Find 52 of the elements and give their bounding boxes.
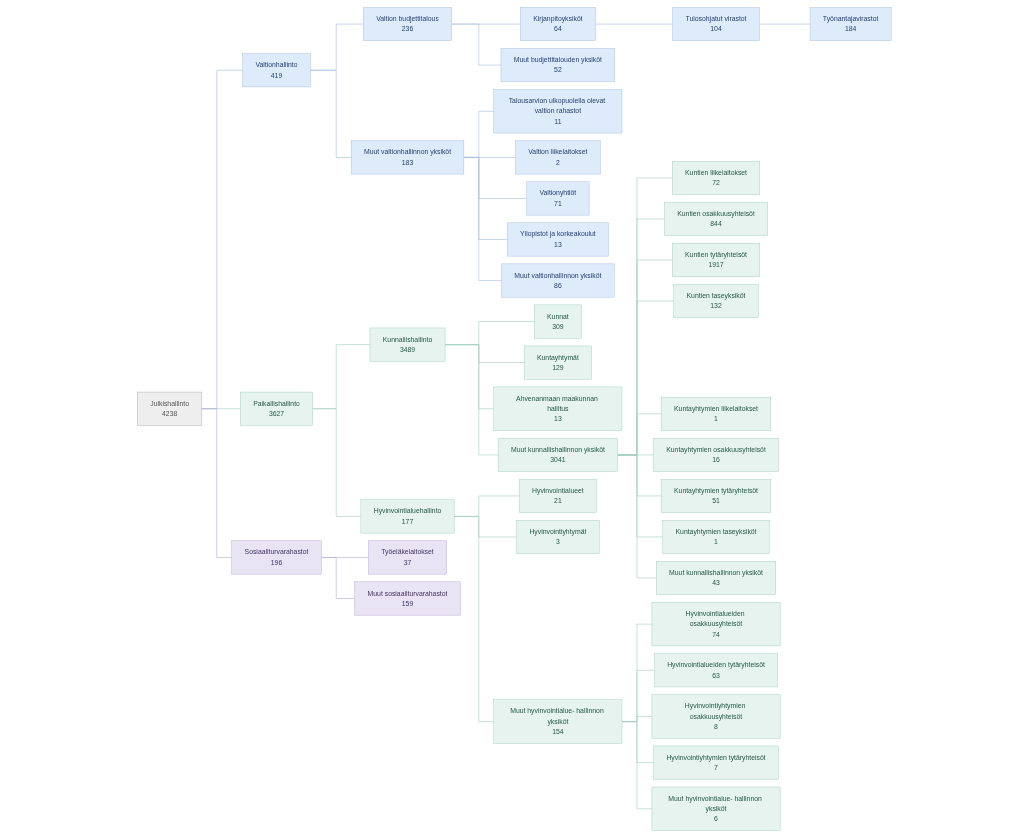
node-box	[671, 243, 760, 277]
connector	[758, 23, 811, 25]
node-box	[367, 540, 447, 575]
connector	[444, 344, 499, 456]
node-box	[526, 181, 589, 216]
node-box	[662, 520, 770, 554]
connector	[320, 557, 355, 599]
node-box	[136, 391, 202, 426]
connector	[312, 408, 361, 517]
node-box	[242, 53, 311, 88]
node-box	[350, 140, 464, 175]
node-box	[239, 391, 313, 426]
node-box	[651, 602, 781, 647]
node-box	[523, 345, 592, 380]
node-box	[651, 786, 781, 831]
node-box	[497, 438, 618, 472]
node-box	[493, 89, 622, 134]
node-box	[500, 48, 615, 82]
node-box	[653, 745, 779, 780]
node-box	[518, 479, 597, 513]
node-box	[360, 499, 455, 534]
connector	[309, 69, 352, 158]
node-box	[653, 653, 778, 688]
node-box	[514, 140, 601, 175]
node-box	[506, 222, 609, 257]
node-box	[519, 7, 596, 41]
node-box	[369, 327, 445, 362]
node-box	[660, 397, 771, 431]
connector	[594, 23, 673, 25]
node-box	[671, 161, 760, 195]
node-box	[493, 386, 622, 431]
node-box	[354, 581, 461, 616]
node-box	[533, 304, 582, 339]
node-box	[493, 699, 622, 744]
node-box	[651, 694, 781, 739]
node-box	[809, 7, 892, 41]
node-box	[672, 7, 760, 41]
node-box	[673, 284, 759, 318]
connector	[463, 157, 502, 281]
node-box	[652, 438, 779, 472]
connector	[451, 23, 501, 66]
node-box	[660, 479, 771, 513]
connector	[201, 408, 232, 558]
node-box	[516, 520, 600, 554]
node-box	[231, 540, 322, 575]
connector	[617, 454, 657, 579]
node-box	[501, 263, 615, 298]
node-box	[362, 7, 452, 41]
connector	[621, 721, 652, 810]
node-box	[655, 561, 776, 595]
node-box	[663, 202, 768, 236]
connector	[453, 516, 494, 722]
